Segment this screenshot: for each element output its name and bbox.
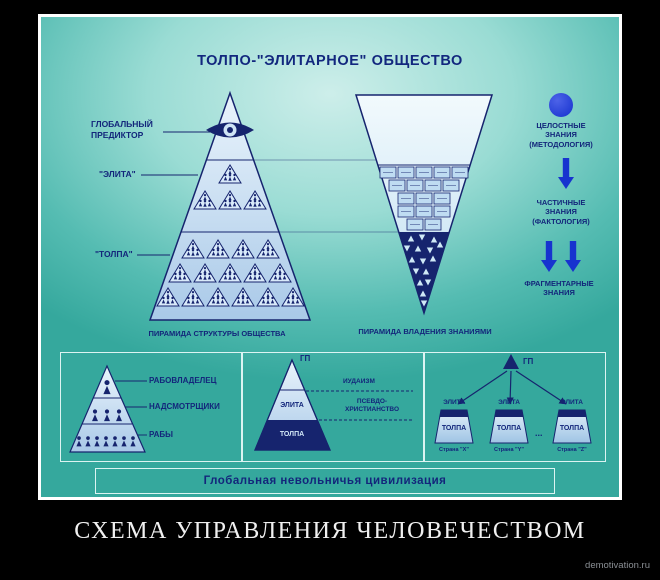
label-country-x: Страна "X" [439, 447, 469, 453]
label-fragmentary-knowledge: ФРАГМЕНТАРНЫЕ ЗНАНИЯ [524, 279, 594, 298]
label-elite-country-z: ЭЛИТА [561, 399, 583, 406]
label-judaism: ИУДАИЗМ [343, 378, 375, 385]
label-crowd-country-z: ТОЛПА [559, 425, 585, 432]
label-elite-country-y: ЭЛИТА [498, 399, 520, 406]
countries-structure [434, 354, 592, 444]
label-holistic-knowledge: ЦЕЛОСТНЫЕ ЗНАНИЯ (МЕТОДОЛОГИЯ) [529, 121, 593, 149]
label-gp-countries: ГП [523, 357, 534, 366]
poster-title: ТОЛПО-"ЭЛИТАРНОЕ" ОБЩЕСТВО [197, 53, 463, 69]
down-arrow-icon [541, 241, 557, 272]
knowledge-pyramid-caption: ПИРАМИДА ВЛАДЕНИЯ ЗНАНИЯМИ [358, 327, 492, 336]
down-arrow-icon [565, 241, 581, 272]
label-country-z: Страна "Z" [557, 447, 587, 453]
ellipsis: ... [535, 428, 543, 438]
label-overseers: НАДСМОТРЩИКИ [149, 402, 220, 411]
poster-footer: Глобальная невольничья цивилизация [95, 468, 555, 494]
society-pyramid-caption: ПИРАМИДА СТРУКТУРЫ ОБЩЕСТВА [148, 329, 286, 338]
country-trapezoid [434, 409, 474, 444]
gp-triangle-icon [503, 354, 519, 369]
poster: ТОЛПО-"ЭЛИТАРНОЕ" ОБЩЕСТВО ГЛОБАЛЬНЫЙ ПР… [41, 17, 619, 497]
country-trapezoid [489, 409, 529, 444]
religion-panel [242, 352, 424, 462]
slavery-pyramid [69, 364, 147, 453]
society-pyramid [137, 90, 312, 321]
watermark: demotivation.ru [585, 560, 650, 571]
demotivator-caption: СХЕМА УПРАВЛЕНИЯ ЧЕЛОВЕЧЕСТВОМ [74, 518, 586, 544]
label-crowd-country-x: ТОЛПА [441, 425, 467, 432]
slavery-panel [60, 352, 242, 462]
religion-pyramid [254, 358, 413, 451]
knowledge-sphere-icon [549, 93, 573, 117]
country-trapezoid [552, 409, 592, 444]
label-slaves: РАБЫ [149, 430, 173, 439]
diagram-canvas [69, 90, 592, 453]
label-elite-country-x: ЭЛИТА [443, 399, 465, 406]
all-seeing-eye-icon [206, 122, 254, 138]
label-slave-owner: РАБОВЛАДЕЛЕЦ [149, 376, 217, 385]
label-tick-lines [137, 131, 211, 256]
label-elite-religion: ЭЛИТА [280, 402, 304, 409]
knowledge-pyramid [354, 94, 494, 316]
label-country-y: Страна "Y" [494, 447, 524, 453]
label-pseudo-christianity: ПСЕВДО-ХРИСТИАНСТВО [345, 398, 399, 414]
level-connector-lines [254, 159, 399, 233]
label-crowd: "ТОЛПА" [95, 249, 133, 259]
countries-panel [424, 352, 606, 462]
label-crowd-religion: ТОЛПА [279, 431, 305, 438]
label-partial-knowledge: ЧАСТИЧНЫЕ ЗНАНИЯ (ФАКТОЛОГИЯ) [532, 198, 590, 226]
label-crowd-country-y: ТОЛПА [496, 425, 522, 432]
label-elite: "ЭЛИТА" [99, 169, 136, 179]
down-arrow-icon [558, 158, 574, 189]
label-global-predictor: ГЛОБАЛЬНЫЙ ПРЕДИКТОР [91, 119, 153, 140]
poster-frame: ТОЛПО-"ЭЛИТАРНОЕ" ОБЩЕСТВО ГЛОБАЛЬНЫЙ ПР… [38, 14, 622, 500]
label-gp-religion: ГП [300, 354, 311, 363]
